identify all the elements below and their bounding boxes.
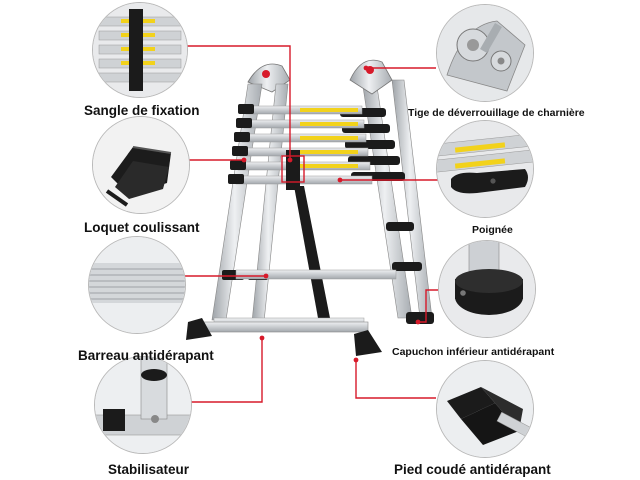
detail-sliding-latch — [92, 116, 190, 214]
detail-angled-foot — [436, 360, 534, 458]
detail-fixing-strap — [92, 2, 188, 98]
label-sliding-latch: Loquet coulissant — [84, 220, 200, 235]
detail-handle — [436, 120, 534, 218]
detail-non-slip-end-cap — [438, 240, 536, 338]
lower-rung — [235, 269, 397, 280]
rear-end-cap — [406, 312, 434, 324]
right-foot — [354, 330, 382, 356]
label-stabiliser: Stabilisateur — [108, 462, 190, 477]
detail-non-slip-rung — [88, 236, 186, 334]
label-hinge-release-rod: Tige de déverrouillage de charnière — [408, 107, 585, 119]
sliding-latch-strap — [294, 186, 330, 318]
label-non-slip-end-cap: Capuchon inférieur antidérapant — [392, 346, 555, 358]
label-fixing-strap: Sangle de fixation — [84, 103, 200, 118]
label-non-slip-rung: Barreau antidérapant — [78, 348, 214, 363]
detail-hinge-release-rod — [436, 4, 534, 102]
label-handle: Poignée — [472, 224, 513, 236]
label-angled-foot: Pied coudé antidérapant — [394, 462, 551, 477]
left-foot — [186, 318, 212, 340]
detail-stabiliser — [94, 356, 192, 454]
